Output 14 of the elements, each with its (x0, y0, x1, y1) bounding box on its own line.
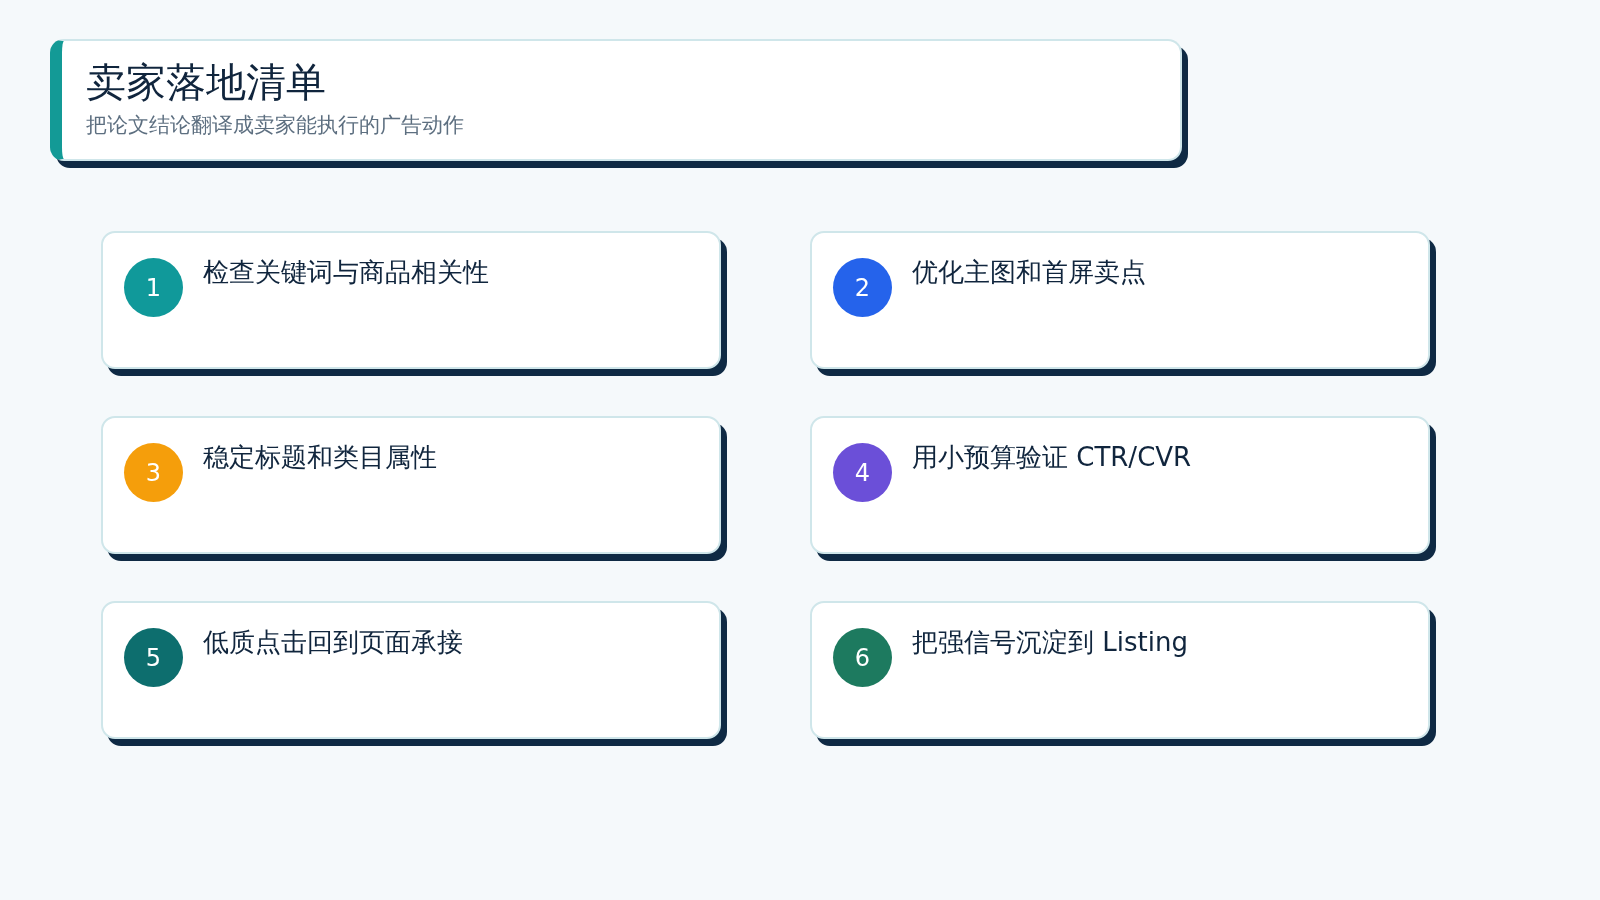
step-text: 用小预算验证 CTR/CVR (912, 441, 1192, 474)
subtitle: 把论文结论翻译成卖家能执行的广告动作 (86, 112, 464, 139)
number-circle: 6 (833, 628, 892, 687)
number-circle: 5 (124, 628, 183, 687)
step-text: 低质点击回到页面承接 (203, 626, 463, 659)
number-circle: 3 (124, 443, 183, 502)
number-circle: 1 (124, 258, 183, 317)
step-text: 把强信号沉淀到 Listing (912, 626, 1188, 659)
step-text: 检查关键词与商品相关性 (203, 256, 489, 289)
number-circle: 2 (833, 258, 892, 317)
step-text: 稳定标题和类目属性 (203, 441, 437, 474)
title: 卖家落地清单 (86, 58, 326, 107)
number-circle: 4 (833, 443, 892, 502)
step-text: 优化主图和首屏卖点 (912, 256, 1146, 289)
